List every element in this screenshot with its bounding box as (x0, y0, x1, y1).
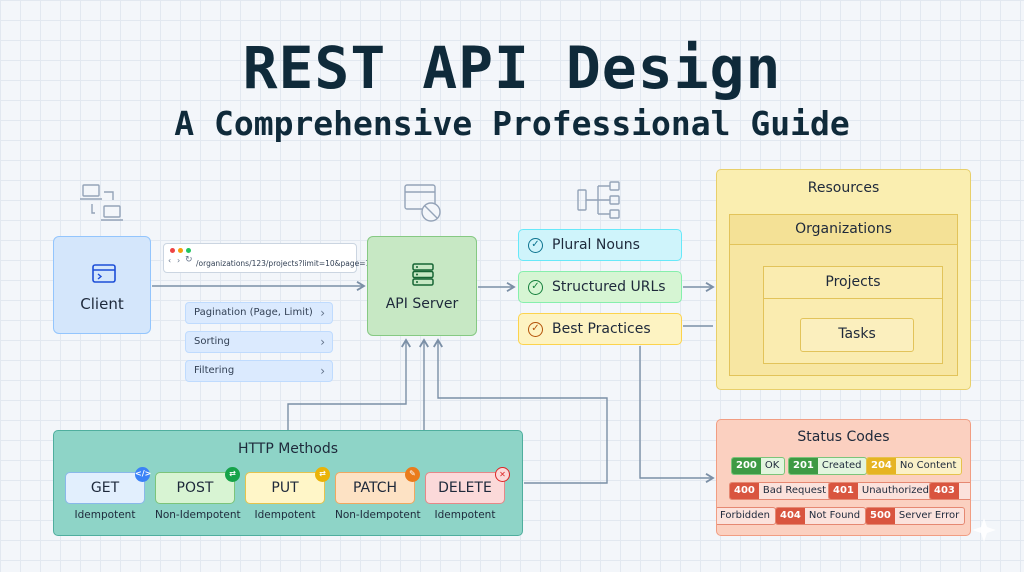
check-circle-icon: ✓ (528, 280, 543, 295)
method-post[interactable]: POST ⇄ (155, 467, 240, 504)
http-methods-title: HTTP Methods (237, 441, 339, 457)
status-code-text: Forbidden (720, 510, 770, 521)
status-code-text: Bad Request (762, 485, 827, 496)
method-delete[interactable]: DELETE ✕ (425, 467, 510, 504)
method-note: Idempotent (434, 509, 496, 521)
status-code-number: 403 (930, 483, 959, 499)
maximize-dot-icon (186, 248, 191, 253)
check-circle-icon: ✓ (528, 238, 543, 253)
status-code-number: 500 (866, 508, 895, 524)
query-param-filtering[interactable]: Filtering › (185, 360, 333, 382)
chevron-right-icon: › (320, 364, 325, 378)
forward-arrow-icon: › (177, 256, 181, 265)
chevron-right-icon: › (320, 335, 325, 349)
browser-url-bar[interactable]: ‹ › ↻ /organizations/123/projects?limit=… (163, 243, 370, 273)
page-subtitle: A Comprehensive Professional Guide (174, 104, 850, 143)
close-dot-icon (170, 248, 175, 253)
check-circle-icon: ✓ (528, 322, 543, 337)
swap-icon: ⇄ (315, 467, 330, 482)
reload-icon: ↻ (185, 255, 193, 265)
status-code-text: OK (764, 460, 780, 471)
http-methods-panel: HTTP Methods GET </> Idempotent POST ⇄ N… (53, 430, 523, 536)
status-code-number: 401 (829, 483, 858, 499)
methods-to-server-arrow-3 (433, 338, 608, 484)
resources-panel: Resources Organizations Projects Tasks (716, 169, 971, 390)
close-icon: ✕ (495, 467, 510, 482)
pencil-icon: ✎ (405, 467, 420, 482)
status-code-403-text: Forbidden (717, 507, 776, 525)
principle-label: Structured URLs (552, 279, 666, 295)
method-name: DELETE (438, 480, 492, 496)
status-code-number: 200 (732, 458, 761, 474)
method-put[interactable]: PUT ⇄ (245, 467, 330, 504)
tasks-box[interactable]: Tasks (800, 318, 914, 352)
sparkle-icon (972, 518, 996, 542)
method-note: Idempotent (254, 509, 316, 521)
method-patch[interactable]: PATCH ✎ (335, 467, 420, 504)
method-name: PUT (271, 480, 299, 496)
api-server-label: API Server (385, 296, 459, 312)
method-get[interactable]: GET </> (65, 467, 151, 504)
best-practices-to-status-arrow (639, 346, 715, 483)
query-param-label: Sorting (194, 336, 230, 347)
resources-title: Resources (807, 180, 880, 196)
status-code-text: Not Found (808, 510, 861, 521)
methods-to-server-arrow-1 (287, 338, 411, 430)
code-icon: </> (135, 467, 151, 482)
client-node[interactable]: Client (53, 236, 151, 334)
projects-label: Projects (764, 267, 942, 299)
principle-plural-nouns[interactable]: ✓ Plural Nouns (518, 229, 682, 261)
chevron-right-icon: › (320, 306, 325, 320)
status-code-number: 204 (867, 458, 896, 474)
principle-label: Best Practices (552, 321, 651, 337)
server-rack-icon (412, 263, 434, 286)
minimize-dot-icon (178, 248, 183, 253)
devices-icon (80, 184, 123, 221)
hierarchy-icon (577, 181, 620, 219)
status-code-number: 400 (730, 483, 759, 499)
principle-structured-urls[interactable]: ✓ Structured URLs (518, 271, 682, 303)
principle-label: Plural Nouns (552, 237, 640, 253)
query-param-pagination[interactable]: Pagination (Page, Limit) › (185, 302, 333, 324)
browser-window-icon (92, 264, 116, 283)
method-note: Non-Idempotent (335, 509, 421, 521)
method-name: GET (90, 480, 120, 496)
query-param-sorting[interactable]: Sorting › (185, 331, 333, 353)
swap-icon: ⇄ (225, 467, 240, 482)
method-note: Non-Idempotent (155, 509, 241, 521)
query-param-label: Filtering (194, 365, 235, 376)
status-code-number: 404 (776, 508, 805, 524)
blocked-window-icon (404, 184, 441, 222)
method-name: POST (176, 480, 214, 496)
status-code-403: 403 (929, 482, 970, 500)
url-text: /organizations/123/projects?limit=10&pag… (196, 259, 371, 268)
organizations-label: Organizations (730, 215, 957, 245)
status-code-text: Unauthorized (861, 485, 930, 496)
method-name: PATCH (352, 480, 398, 496)
back-arrow-icon: ‹ (168, 256, 172, 265)
method-note: Idempotent (74, 509, 136, 521)
page-title: REST API Design (242, 34, 782, 102)
status-code-text: No Content (899, 460, 957, 471)
status-code-text: Created (821, 460, 862, 471)
status-code-text: Server Error (898, 510, 960, 521)
status-code-number: 201 (789, 458, 818, 474)
query-param-label: Pagination (Page, Limit) (194, 307, 313, 318)
api-server-node[interactable]: API Server (367, 236, 477, 336)
principle-best-practices[interactable]: ✓ Best Practices (518, 313, 682, 345)
status-codes-title: Status Codes (797, 429, 890, 445)
client-label: Client (80, 295, 124, 313)
